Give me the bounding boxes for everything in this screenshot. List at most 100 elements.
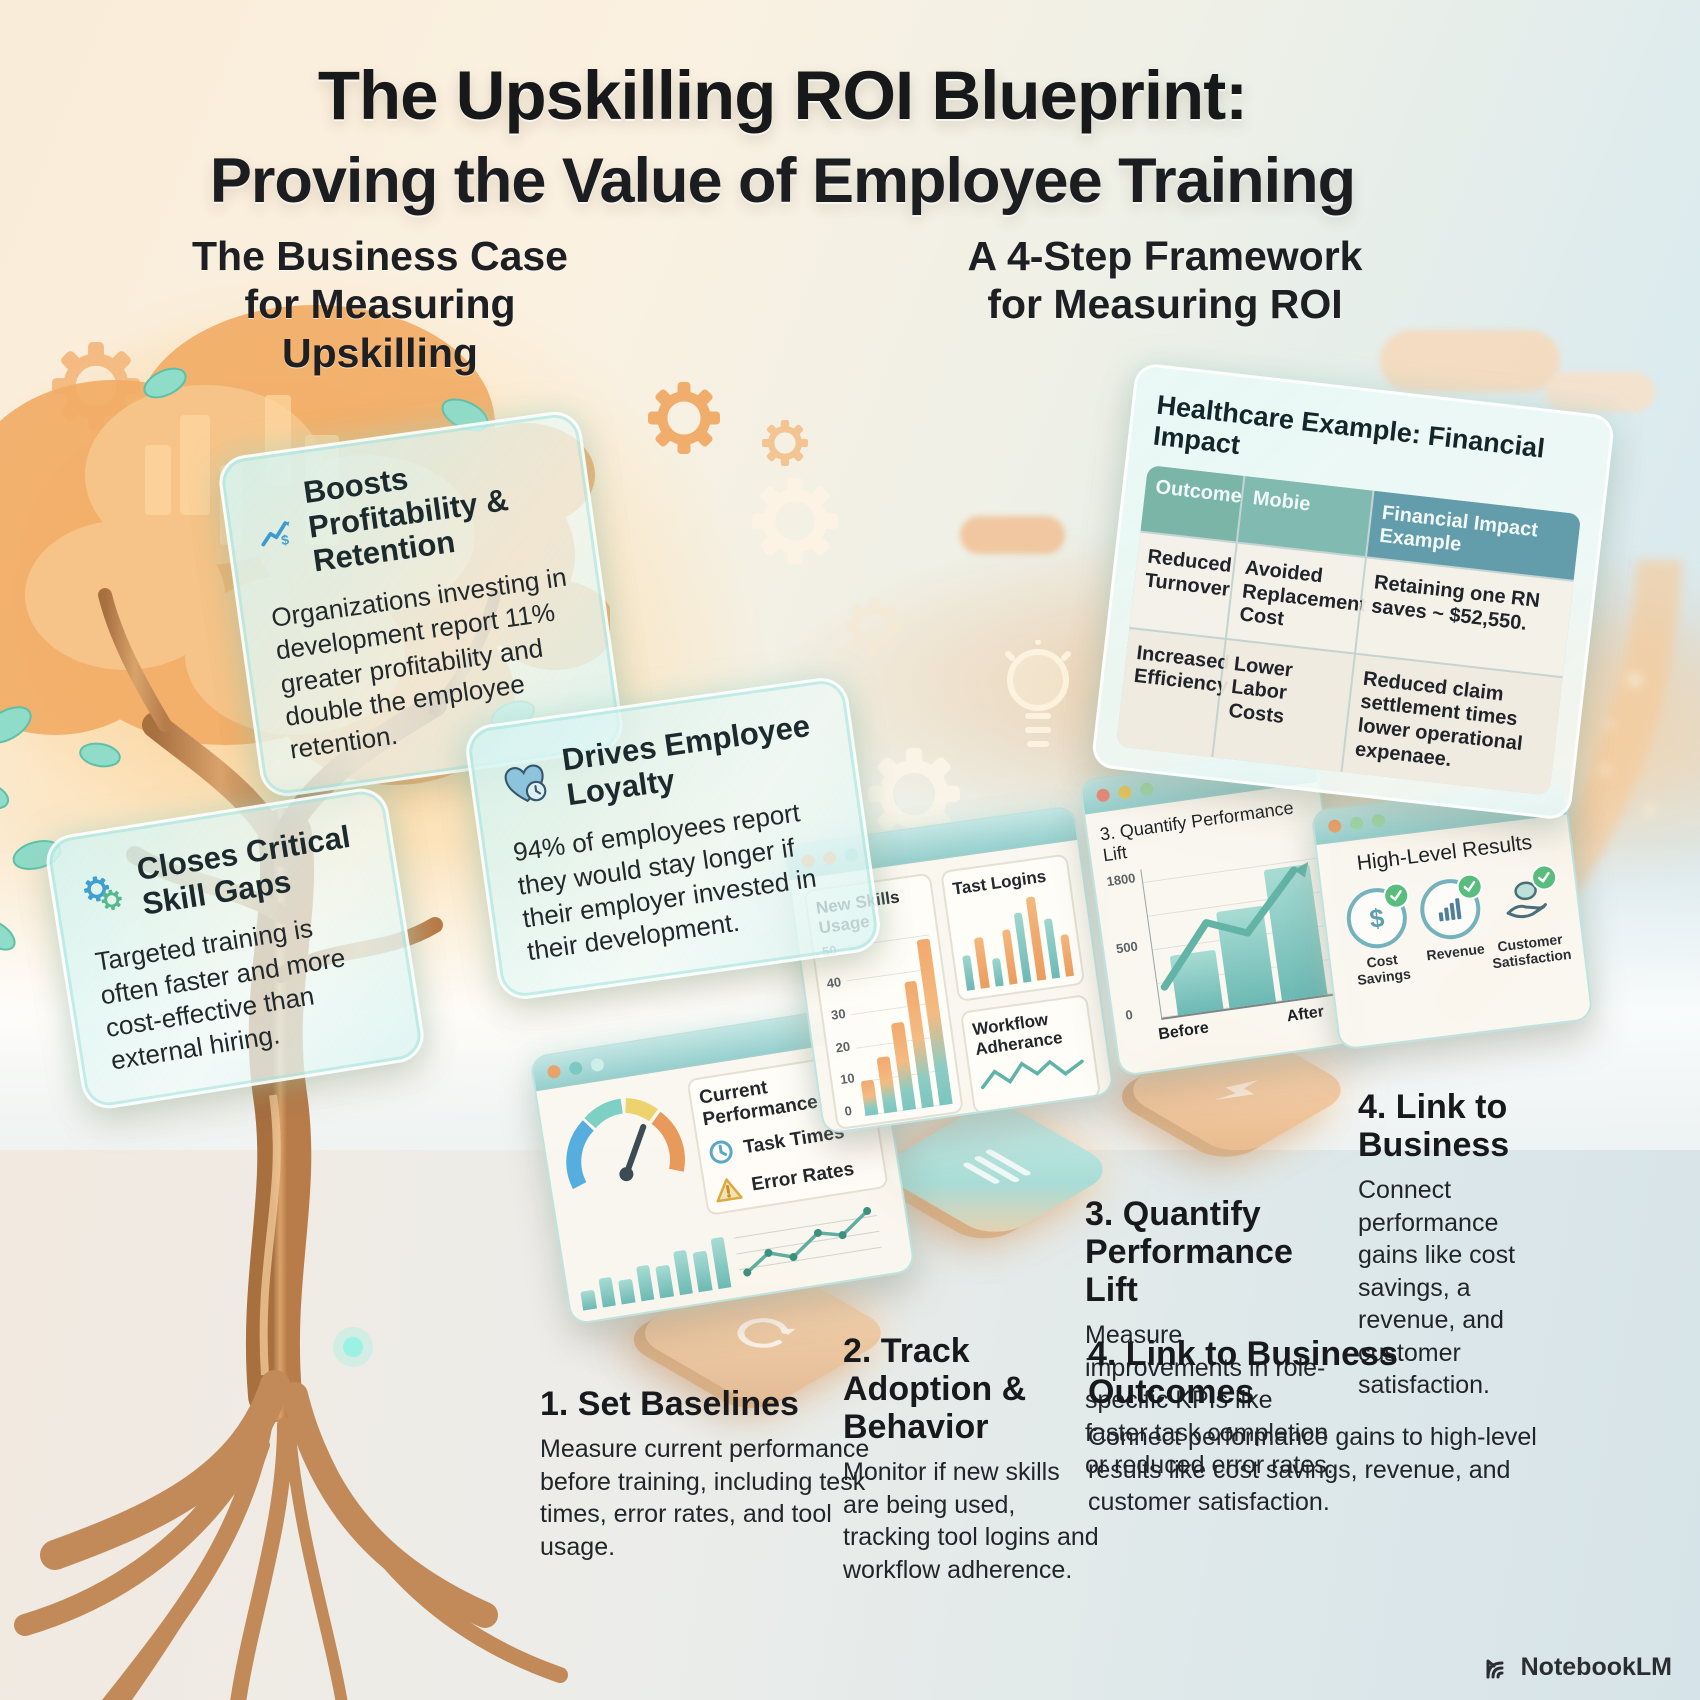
step-2-text: 2. Track Adoption & Behavior Monitor if … [843,1332,1101,1586]
lift-trend-arrow [1160,861,1309,991]
y-tick: 10 [839,1070,856,1087]
window-dot [1095,787,1111,803]
card-title: Drives Employee Loyalty [559,708,813,812]
baseline-dashboard-panel: Current Performance Task Times Error Rat… [528,1002,917,1326]
baseline-line-chart [733,1206,883,1277]
result-label: Cost Savings [1356,951,1412,988]
table-cell: Reduced Turnover [1129,532,1236,638]
card-body: Targeted training is often faster and mo… [93,913,348,1076]
page-title: The Upskilling ROI Blueprint: Proving th… [0,56,1565,217]
window-dot [1117,784,1133,800]
baseline-bar-chart [573,1224,732,1311]
y-tick: 20 [834,1038,852,1056]
tree-roots [14,1370,568,1700]
window-dot [589,1056,605,1072]
y-tick: 1800 [1105,870,1137,890]
watermark-text: NotebookLM [1520,1653,1672,1681]
y-tick: 0 [843,1102,853,1119]
gauge-icon [566,1097,685,1190]
heart-clock-icon [504,764,547,802]
step-heading: 3. Quantify Performance Lift [1085,1195,1293,1310]
y-tick: 0 [1124,1006,1134,1023]
warning-icon [716,1178,743,1203]
spark-icon [1215,1080,1259,1100]
step-1-text: 1. Set Baselines Measure current perform… [540,1385,875,1563]
trend-dollar-icon: $ [261,521,290,548]
y-tick: 30 [830,1006,847,1024]
dollar-icon: $ [1343,881,1411,952]
gear-icon [762,420,808,466]
step-3-text: 3. Quantify Performance Lift Measure imp… [1085,1195,1337,1482]
result-item-customer-satisfaction: Customer Satisfaction [1483,863,1573,972]
step-heading: 2. Track Adoption & Behavior [843,1332,1027,1447]
platform-step-3 [1116,1020,1358,1160]
window-dot [546,1063,562,1079]
glow-node [343,1337,363,1357]
benefit-card-profitability: $ Boosts Profitability & Retention Organ… [215,408,627,801]
table-cell: Increased Efficiency [1115,628,1231,758]
table-cell: Avoided Replacement Cost [1226,543,1367,653]
x-label-before: Before [1157,1019,1210,1044]
workflow-line-chart [980,1059,1084,1090]
step-body: Measure current performance before train… [540,1435,870,1561]
step-body: Monitor if new skills are being used, tr… [843,1458,1099,1584]
healthcare-impact-table: Healthcare Example: Financial Impact Out… [1090,362,1616,822]
step-body: Connect performance gains to high-level … [1088,1423,1537,1517]
platform-step-2 [871,1097,1120,1242]
gear-icon [752,478,838,564]
benefit-card-skill-gaps: Closes Critical Skill Gaps Targeted trai… [42,784,428,1112]
table-cell: Reduced claim settlement times lower ope… [1342,654,1563,796]
left-section-heading: The Business Case for Measuring Upskilli… [192,233,568,376]
window-dot [1349,815,1364,831]
benefit-card-loyalty: Drives Employee Loyalty 94% of employees… [462,674,884,1003]
step-4-text: 4. Link to Business Connect performance … [1358,1088,1563,1402]
result-label: Customer Satisfaction [1491,930,1573,972]
result-item-cost-savings: $ Cost Savings [1336,881,1421,990]
clock-icon [709,1140,733,1164]
result-label: Revenue [1425,940,1486,964]
check-badge-icon [1381,881,1411,911]
results-dashboard-panel: High-Level Results $ Cost Savings Revenu… [1310,779,1594,1051]
x-label-after: After [1285,1003,1326,1026]
gears-icon [82,874,124,912]
task-logins-bar-chart [955,889,1075,991]
step-body: Connect performance gains like cost savi… [1358,1176,1516,1400]
card-body: 94% of employees report they would stay … [511,797,819,967]
window-dot [1371,813,1386,828]
notebooklm-logo-icon [1486,1659,1504,1678]
step-heading: 1. Set Baselines [540,1385,799,1423]
list-lines-icon [963,1149,1031,1184]
adoption-dashboard-panel: New Skills Usage 50 40 30 20 10 0 Tast L… [783,804,1115,1136]
step-body: Measure improvements in role-specific KP… [1085,1321,1334,1480]
gear-icon [648,382,720,454]
bar-chart-icon [1416,872,1485,943]
title-line-2: Proving the Value of Employee Training [209,146,1356,216]
cloud [1545,372,1655,412]
y-tick: 500 [1115,938,1139,956]
platform-step-1 [628,1255,898,1411]
skills-usage-bar-chart [841,929,953,1116]
table-cell: Lower Labor Costs [1213,639,1354,772]
right-section-heading: A 4-Step Framework for Measuring ROI [967,233,1363,328]
window-dot [568,1060,584,1076]
metric-label: Error Rates [750,1158,856,1196]
step-heading: 4. Link to Business [1358,1088,1510,1165]
table-col-metric: Mobie [1237,476,1373,557]
hand-care-icon [1491,863,1559,934]
refresh-icon [737,1318,796,1348]
y-tick: 40 [825,974,843,992]
cloud [960,516,1065,554]
lift-dashboard-panel: 3. Quantify Performance Lift 1800 500 0 … [1078,746,1357,1078]
card-title: Closes Critical Skill Gaps [134,818,353,922]
step-4-outcomes-text: 4. Link to Business Outcomes Connect per… [1088,1335,1548,1519]
check-badge-icon [1529,863,1559,892]
window-dot [1327,818,1342,833]
cloud [1380,330,1560,392]
step-heading: 4. Link to Business Outcomes [1088,1335,1398,1412]
card-title: Boosts Profitability & Retention [301,460,511,579]
svg-text:$: $ [280,531,290,548]
title-line-1: The Upskilling ROI Blueprint: [317,57,1248,134]
notebooklm-watermark: NotebookLM [1484,1653,1672,1682]
gear-icon [845,598,903,656]
